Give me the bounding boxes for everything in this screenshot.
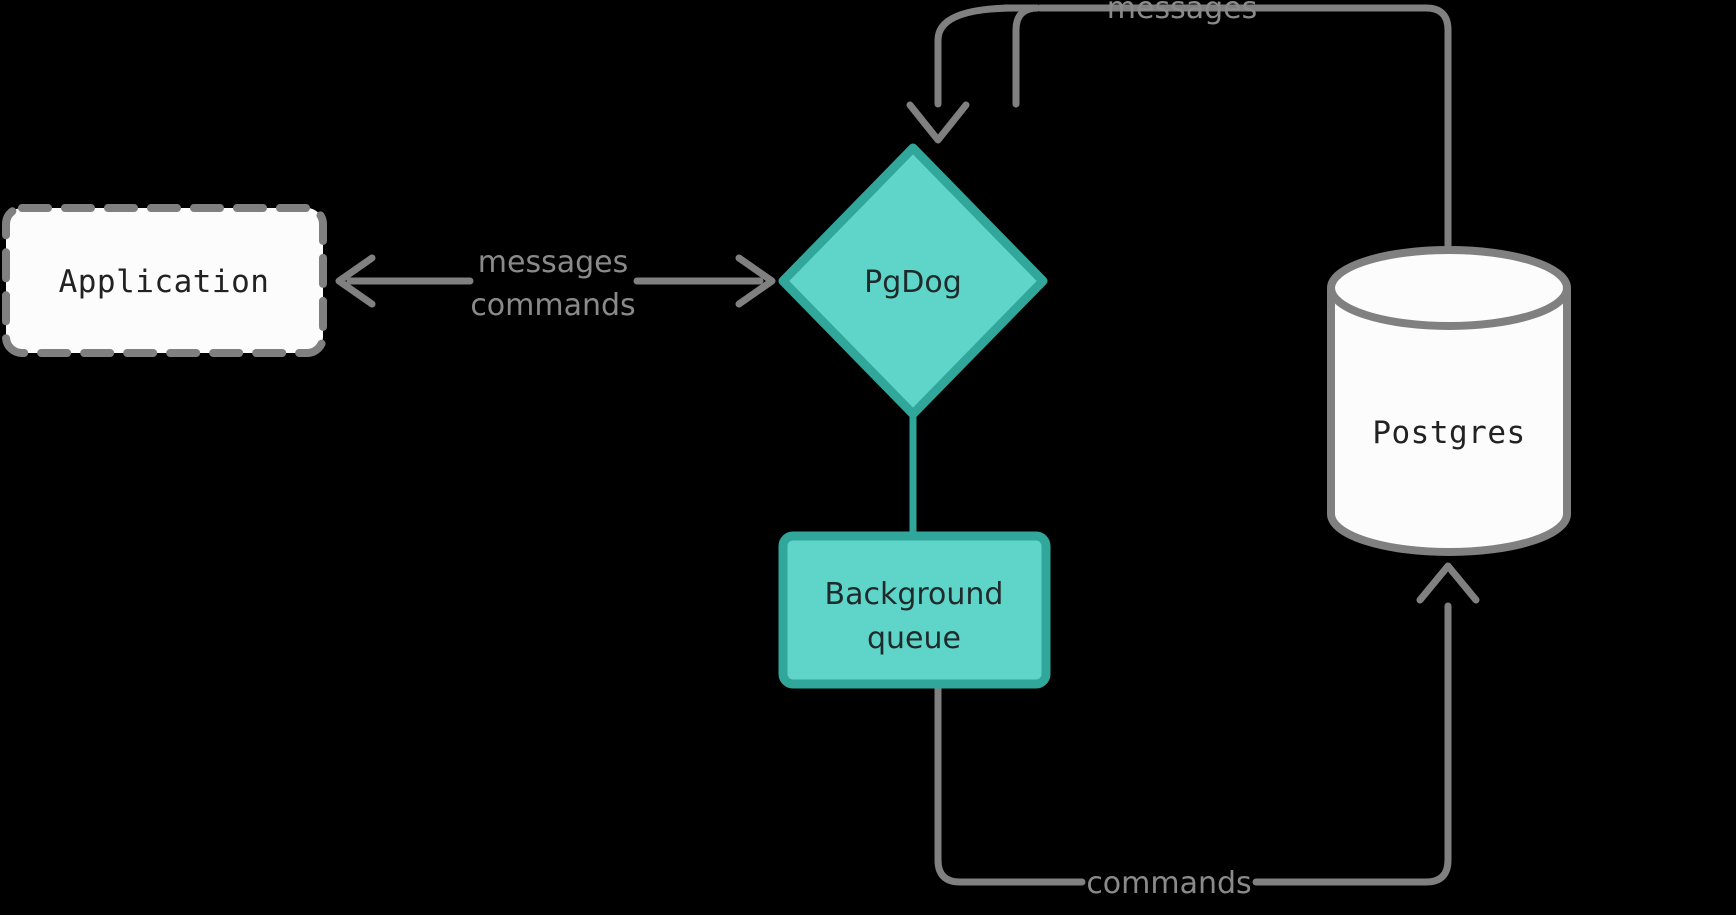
edge-label-messages-top: messages [1107,0,1257,26]
background-queue-label-line2: queue [867,621,961,656]
background-queue-box [778,531,1051,689]
edge-line-messages-top-left [1001,4,1039,108]
node-pgdog[interactable]: PgDog [778,143,1048,419]
edge-line-commands-right [1252,602,1452,886]
application-label: Application [59,264,270,300]
pgdog-diamond [778,143,1048,419]
arrowhead-left-into-application [335,254,376,308]
arrowhead-right-into-pgdog [735,254,776,308]
edge-queue-to-postgres [934,562,1480,886]
postgres-cylinder-body [1327,284,1571,556]
edge-label-app-commands: commands [470,288,635,323]
application-box [2,204,327,357]
background-queue-label-line1: Background [825,577,1004,612]
node-background-queue[interactable]: Background queue [778,531,1051,689]
postgres-label: Postgres [1372,415,1525,451]
edge-line-commands-left [934,682,1086,886]
edge-line-messages-elbow [934,4,1020,108]
edge-label-app-messages: messages [478,245,628,280]
postgres-cylinder-top [1327,246,1571,330]
node-application[interactable]: Application [2,204,327,357]
edge-line-messages-top [1036,4,1452,284]
edge-postgres-to-pgdog [906,4,1452,284]
arrowhead-down-into-pgdog [906,101,970,144]
node-postgres[interactable]: Postgres [1327,246,1571,556]
pgdog-label: PgDog [864,265,962,300]
edge-label-commands-bottom: commands [1086,866,1251,901]
edge-app-to-pgdog [335,254,776,308]
arrowhead-up-into-postgres [1416,562,1480,604]
